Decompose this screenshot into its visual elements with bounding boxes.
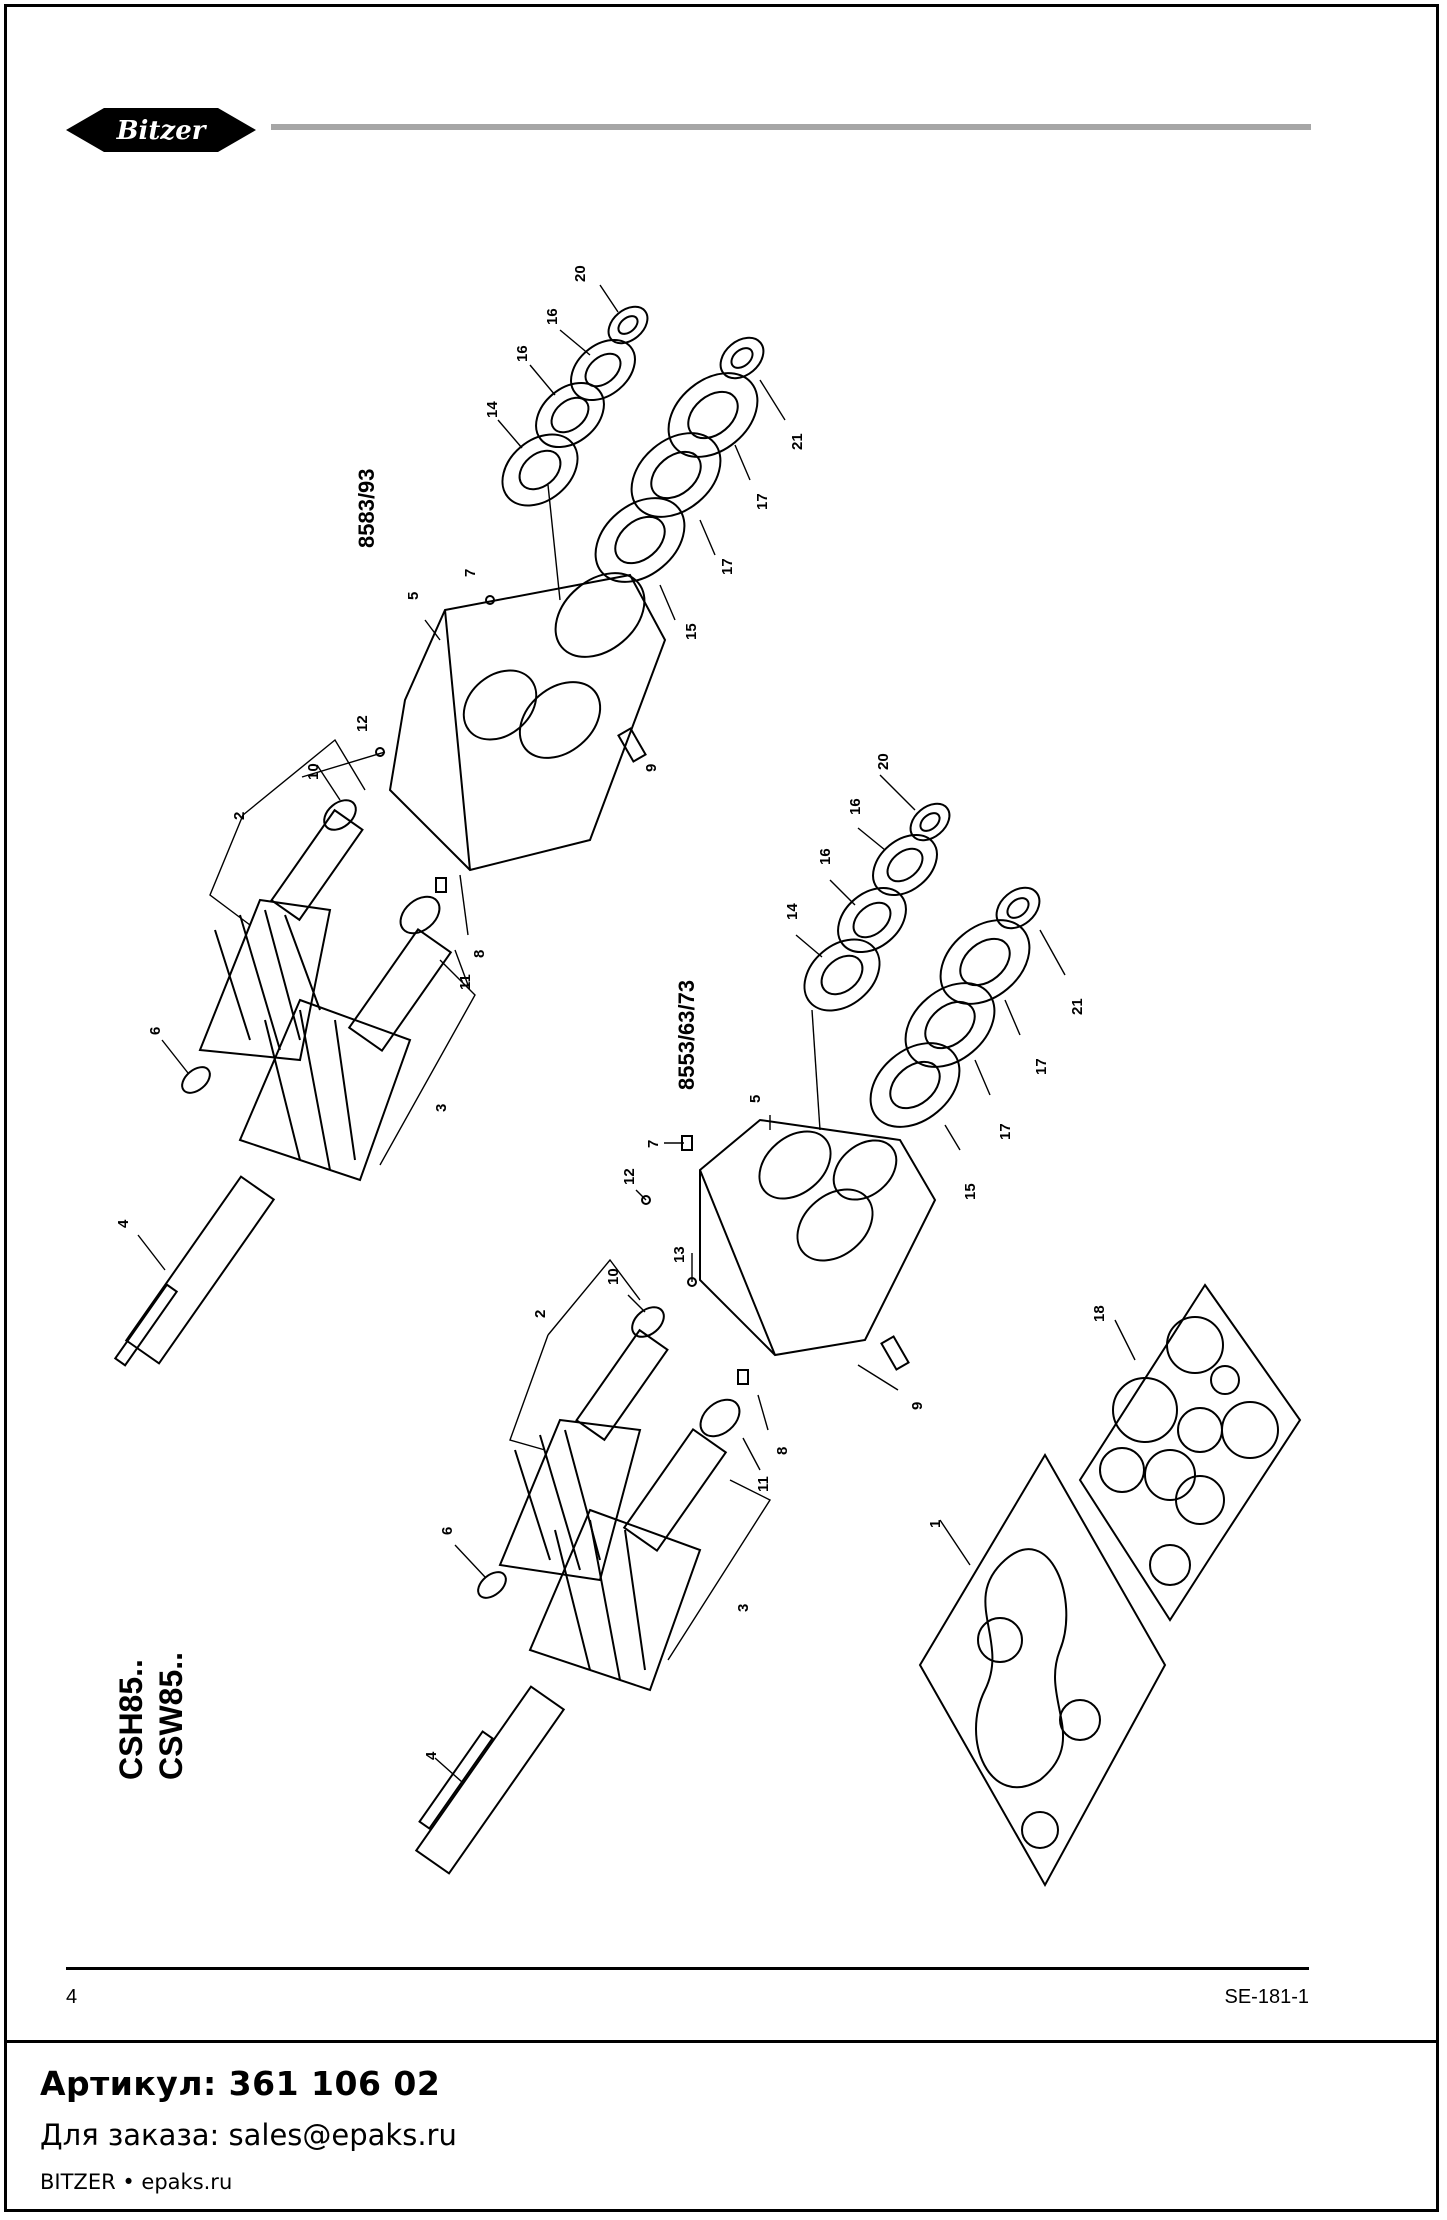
screw-12-lower [641,1195,651,1205]
part-number-15: 15 [683,623,700,640]
bearing-17-lower-a [939,919,1031,1005]
part-number-11: 11 [755,1476,772,1492]
part-number-16: 16 [544,308,561,325]
bearing-17-upper-b [630,432,722,518]
part-number-8: 8 [471,950,488,958]
part-number-3: 3 [433,1104,450,1112]
part-number-21: 21 [789,433,806,450]
oring-10-upper [323,799,357,831]
group-label-8553-63-73: 8553/63/73 [674,980,699,1090]
key-4-upper [113,1283,179,1367]
bearing-21-upper [719,336,765,380]
oring-11-upper [399,895,441,935]
part-number-8: 8 [774,1447,791,1455]
rotor-3-lower [414,1427,728,1875]
rotor-2-upper [198,808,364,1062]
oring-6-lower [477,1571,507,1599]
part-number-21: 21 [1069,998,1086,1015]
part-number-9: 9 [909,1402,926,1410]
pin-7-upper [485,595,495,605]
bearing-21-lower [995,886,1041,930]
part-number-17: 17 [719,558,736,575]
logo-text: Bitzer [116,116,208,146]
part-number-3: 3 [735,1604,752,1612]
order-panel-divider [4,2040,1439,2043]
bearing-15-upper [594,497,686,583]
part-number-17: 17 [754,493,771,510]
part-number-16: 16 [514,345,531,362]
part-number-9: 9 [643,764,660,772]
part-number-18: 18 [1091,1305,1108,1322]
bitzer-logo: Bitzer [66,108,256,152]
part-number-7: 7 [462,569,479,577]
pin-9-upper [617,727,647,763]
part-number-15: 15 [962,1183,979,1200]
bearing-14-lower [803,938,881,1012]
part-number-14: 14 [784,903,801,920]
housing-5-upper [388,572,667,872]
header-rule [271,124,1311,130]
bearing-16-lower-b [837,886,907,954]
housing-5-lower [699,1118,937,1357]
group-label-8583-93: 8583/93 [354,468,379,548]
oring-6-upper [181,1066,211,1094]
bearing-16-upper-b [535,381,605,449]
exploded-view-drawing: 8583/93 8553/63/73 CSH85.. CSW85.. 20 16… [113,265,1302,1888]
part-number-16: 16 [847,798,864,815]
part-number-11: 11 [457,974,474,990]
part-number-10: 10 [605,1268,622,1285]
part-number-1: 1 [927,1520,944,1528]
part-number-4: 4 [115,1219,132,1228]
gasket-set-1 [918,1453,1167,1888]
document-code: SE-181-1 [1224,1986,1310,2008]
rotor-3-upper [124,927,453,1365]
model-label-csh85: CSH85.. [113,1659,149,1780]
part-number-17: 17 [1033,1058,1050,1075]
oring-10-lower [631,1306,665,1338]
part-number-20: 20 [572,265,589,282]
pin-9-lower [880,1335,910,1371]
part-number-5: 5 [405,592,422,600]
part-number-7: 7 [645,1140,662,1148]
part-number-12: 12 [621,1168,638,1185]
bearing-kit-18 [1078,1283,1302,1622]
model-label-csw85: CSW85.. [153,1652,189,1780]
part-number-10: 10 [305,763,322,780]
part-number-5: 5 [747,1095,764,1103]
page-frame [4,4,1439,2212]
part-number-16: 16 [817,848,834,865]
plug-8-upper [435,877,447,893]
part-number-13: 13 [671,1246,688,1263]
rotor-2-lower [498,1328,669,1582]
bearing-14-upper [501,433,579,507]
part-number-4: 4 [423,1751,440,1760]
oring-11-lower [699,1398,741,1438]
order-contact: Для заказа: sales@epaks.ru [40,2118,457,2152]
key-4-lower [418,1730,494,1830]
plug-8-lower [737,1369,749,1385]
part-number-12: 12 [354,715,371,732]
bearing-15-lower [869,1042,961,1128]
part-number-20: 20 [875,753,892,770]
page-number: 4 [66,1986,78,2008]
footer-rule [66,1967,1309,1970]
part-number-14: 14 [484,401,501,418]
part-number-6: 6 [147,1027,164,1035]
article-number: Артикул: 361 106 02 [40,2064,441,2103]
part-number-2: 2 [231,812,248,820]
brand-site-line: BITZER • epaks.ru [40,2170,233,2194]
part-number-17: 17 [997,1123,1014,1140]
part-number-2: 2 [532,1310,549,1318]
bearing-20-lower [909,802,951,842]
bearing-20-upper [607,305,649,345]
part-number-6: 6 [439,1527,456,1535]
